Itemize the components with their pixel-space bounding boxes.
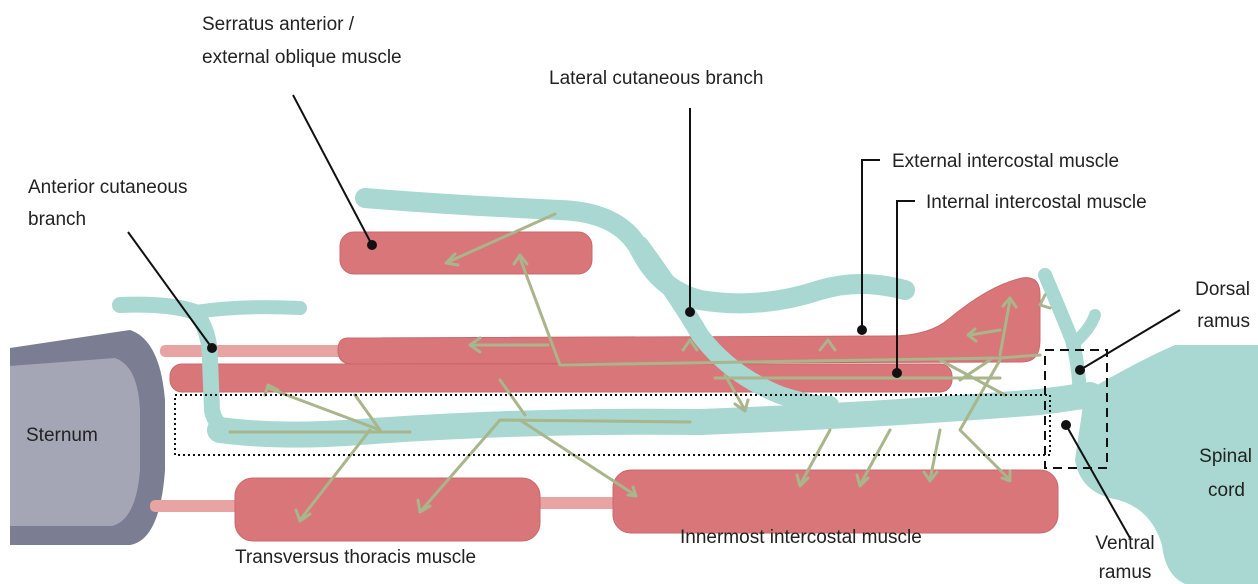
nerves [120,198,1095,435]
innermost-intercostal-muscle [613,470,1058,533]
label-spinal-line1: Spinal [1199,446,1252,467]
label-innermost: Innermost intercostal muscle [680,527,922,548]
label-anterior-cutaneous-line2: branch [28,209,86,230]
label-ventral-line2: ramus [1099,562,1152,583]
pointer-dot [892,368,902,378]
label-serratus-line1: Serratus anterior / [202,14,355,35]
anterior-cutaneous-tip [195,307,300,312]
label-external-intercostal: External intercostal muscle [892,151,1119,172]
pointer-serratus [293,95,372,245]
connector-bar [150,500,245,512]
label-internal-intercostal: Internal intercostal muscle [926,192,1147,213]
pointer-dot [1061,420,1071,430]
label-serratus-line2: external oblique muscle [202,47,402,68]
label-spinal-line2: cord [1208,480,1245,501]
label-dorsal-line2: ramus [1197,311,1250,332]
pointer-dot [367,240,377,250]
label-sternum: Sternum [26,425,98,446]
pointer-dot [857,325,867,335]
pointer-dot [685,307,695,317]
label-transversus: Transversus thoracis muscle [235,547,476,568]
label-lateral-cutaneous: Lateral cutaneous branch [549,68,763,89]
connector-bar [535,497,625,509]
pointer-dot [207,343,217,353]
transversus-thoracis-muscle [235,478,540,541]
muscles [170,232,1058,541]
label-dorsal-line1: Dorsal [1195,279,1250,300]
label-ventral-line1: Ventral [1095,533,1154,554]
pointer-anterior-cutaneous [128,232,212,348]
pointer-external-intercostal [862,160,880,330]
label-anterior-cutaneous-line1: Anterior cutaneous [28,177,188,198]
connector-bar [160,345,345,357]
pointer-dot [1075,365,1085,375]
